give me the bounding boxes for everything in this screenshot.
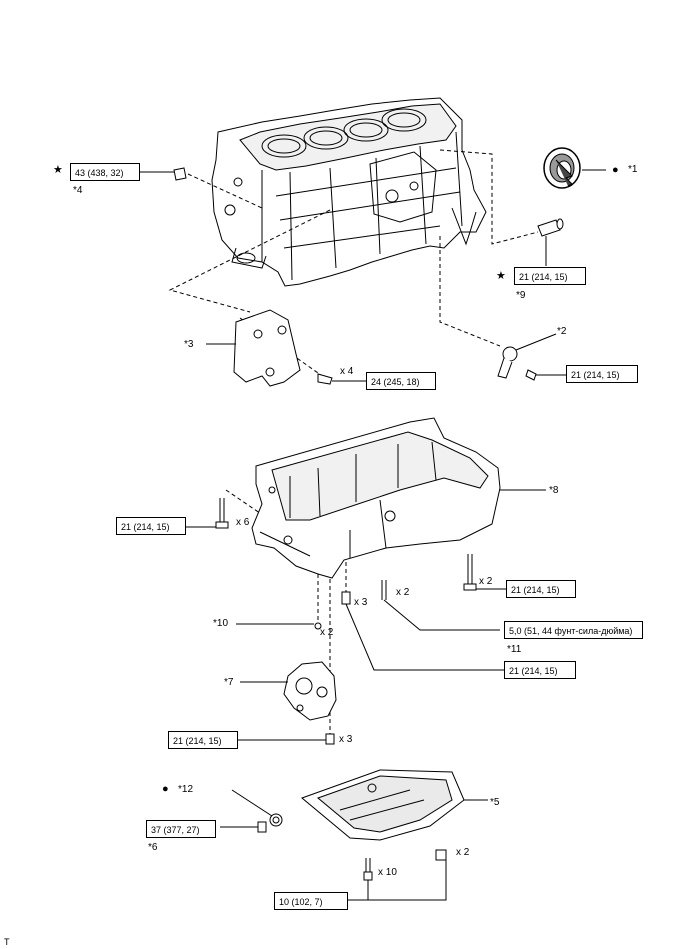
torque-box-37: 37 (377, 27) (146, 820, 216, 838)
callout-7: *7 (224, 677, 234, 688)
torque-box-24: 24 (245, 18) (366, 372, 436, 390)
callout-12: *12 (178, 784, 194, 795)
callout-4: *4 (73, 185, 83, 196)
oil-pan-bolts (348, 849, 447, 901)
qty-3-mid: x 3 (354, 597, 368, 608)
star-symbol: ★ (53, 164, 63, 176)
callout-8: *8 (549, 485, 559, 496)
stiffener-bolts (186, 498, 506, 671)
callout-11: *11 (507, 644, 522, 655)
star-symbol: ★ (496, 270, 506, 282)
callout-10: *10 (213, 618, 229, 629)
torque-box-right: 21 (214, 15) (506, 580, 576, 598)
qty-4: x 4 (340, 366, 354, 377)
cylinder-block (211, 97, 487, 287)
qty-10: x 10 (378, 867, 397, 878)
torque-box-5-0: 5,0 (51, 44 фунт-сила-дюйма) (504, 621, 643, 639)
oil-pump (238, 661, 337, 745)
qty-2-pin: x 2 (320, 627, 334, 638)
torque-box-pump: 21 (214, 15) (168, 731, 238, 749)
callout-1: *1 (628, 164, 638, 175)
drain-plug (220, 789, 283, 833)
torque-box-left: 21 (214, 15) (116, 517, 186, 535)
torque-box-sensor: 21 (214, 15) (514, 267, 586, 285)
torque-box-10: 10 (102, 7) (274, 892, 348, 910)
torque-box-bracket-sensor: 21 (214, 15) (566, 365, 638, 383)
figure-code: T (4, 937, 10, 947)
qty-2-stud: x 2 (396, 587, 410, 598)
dot-symbol: ● (612, 164, 619, 176)
torque-box-43: 43 (438, 32) (70, 163, 140, 181)
qty-2-right: x 2 (479, 576, 493, 587)
oil-pressure-sensor (497, 333, 566, 381)
qty-2-pan: x 2 (456, 847, 470, 858)
qty-6: x 6 (236, 517, 250, 528)
qty-3-pump: x 3 (339, 734, 353, 745)
oil-seal (543, 147, 606, 189)
callout-6: *6 (148, 842, 158, 853)
crankcase-stiffener (251, 417, 546, 579)
oil-pan (301, 769, 488, 841)
dot-symbol: ● (162, 783, 169, 795)
callout-2: *2 (557, 326, 567, 337)
callout-5: *5 (490, 797, 500, 808)
callout-3: *3 (184, 339, 194, 350)
stud-bolt (140, 167, 187, 181)
callout-9: *9 (516, 290, 526, 301)
torque-box-mid: 21 (214, 15) (504, 661, 576, 679)
knock-sensor (537, 218, 564, 266)
engine-mount-bracket (206, 309, 366, 387)
